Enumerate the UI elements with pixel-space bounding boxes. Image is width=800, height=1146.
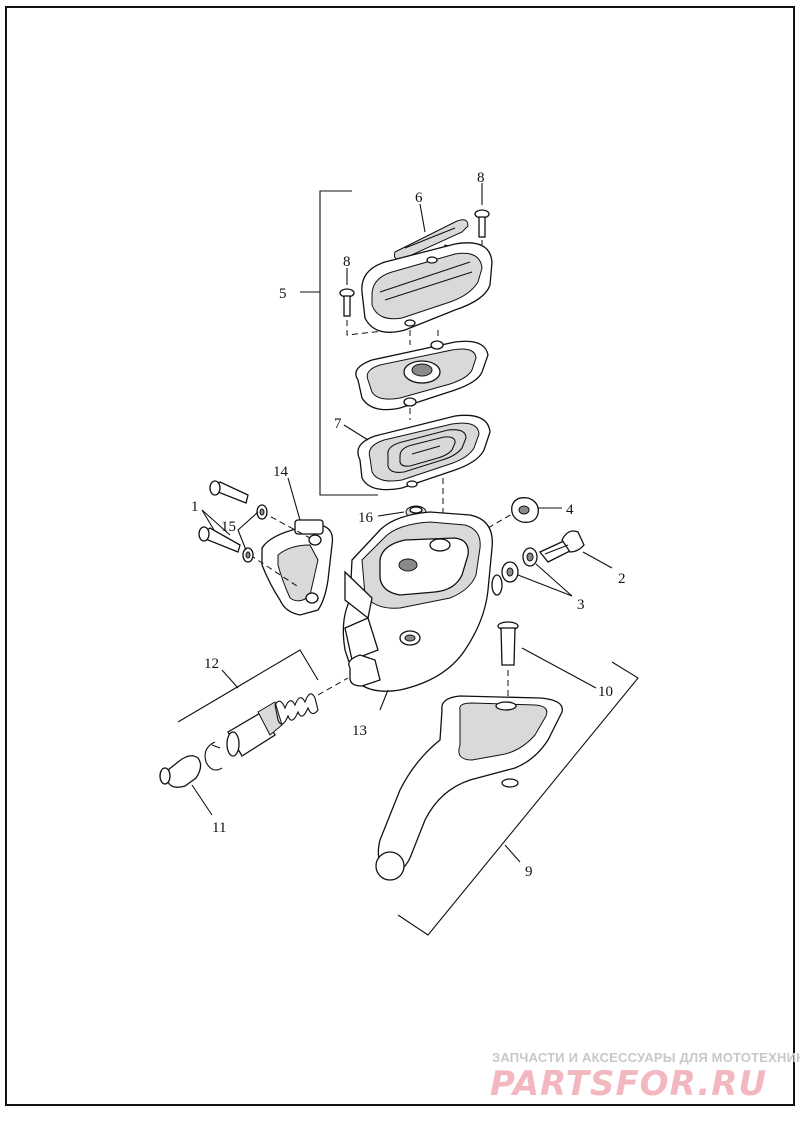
- callout-8b: 8: [343, 254, 351, 270]
- part-dust-boot: [159, 755, 213, 816]
- part-piston-spring: [226, 677, 349, 757]
- watermark-tagline: ЗАПЧАСТИ И АКСЕССУАРЫ ДЛЯ МОТОТЕХНИКИ: [492, 1050, 800, 1065]
- bracket-12: [177, 649, 319, 723]
- part-screw-left: [339, 268, 355, 317]
- callout-11: 11: [212, 820, 226, 836]
- part-master-cylinder-body: [342, 511, 503, 711]
- callout-16: 16: [358, 510, 374, 526]
- watermark-logo: PARTSFOR.RU: [490, 1064, 768, 1104]
- callout-12: 12: [204, 656, 219, 672]
- part-clutch-lever: [375, 695, 563, 881]
- callout-5: 5: [279, 286, 287, 302]
- callout-6: 6: [415, 190, 423, 206]
- callout-10: 10: [598, 684, 613, 700]
- part-seal-washers: [501, 547, 573, 597]
- part-reservoir-cover: [361, 242, 493, 333]
- callout-4: 4: [566, 502, 574, 518]
- part-retaining-clip: [204, 741, 223, 771]
- part-pivot-cap: [487, 497, 562, 529]
- callout-15: 15: [221, 519, 236, 535]
- callout-13: 13: [352, 723, 367, 739]
- part-screw-right: [474, 183, 490, 238]
- part-clamp-bolts: [198, 480, 311, 589]
- bracket-9: [397, 661, 639, 936]
- page-border: [5, 6, 795, 1106]
- part-gasket-bellows: [343, 414, 491, 491]
- callout-14: 14: [273, 464, 289, 480]
- callout-2: 2: [618, 571, 626, 587]
- part-pivot-pin: [497, 621, 597, 700]
- part-diaphragm-plate: [355, 340, 489, 411]
- callout-3: 3: [577, 597, 585, 613]
- callout-7: 7: [334, 416, 342, 432]
- part-washers-15: [237, 504, 268, 563]
- part-bleeder-fitting: [538, 530, 613, 569]
- part-handlebar-clamp: [261, 477, 334, 616]
- callout-1: 1: [191, 499, 199, 515]
- callout-8a: 8: [477, 170, 485, 186]
- callout-9: 9: [525, 864, 533, 880]
- part-label-plate: [394, 203, 469, 260]
- bracket-5: [300, 190, 378, 496]
